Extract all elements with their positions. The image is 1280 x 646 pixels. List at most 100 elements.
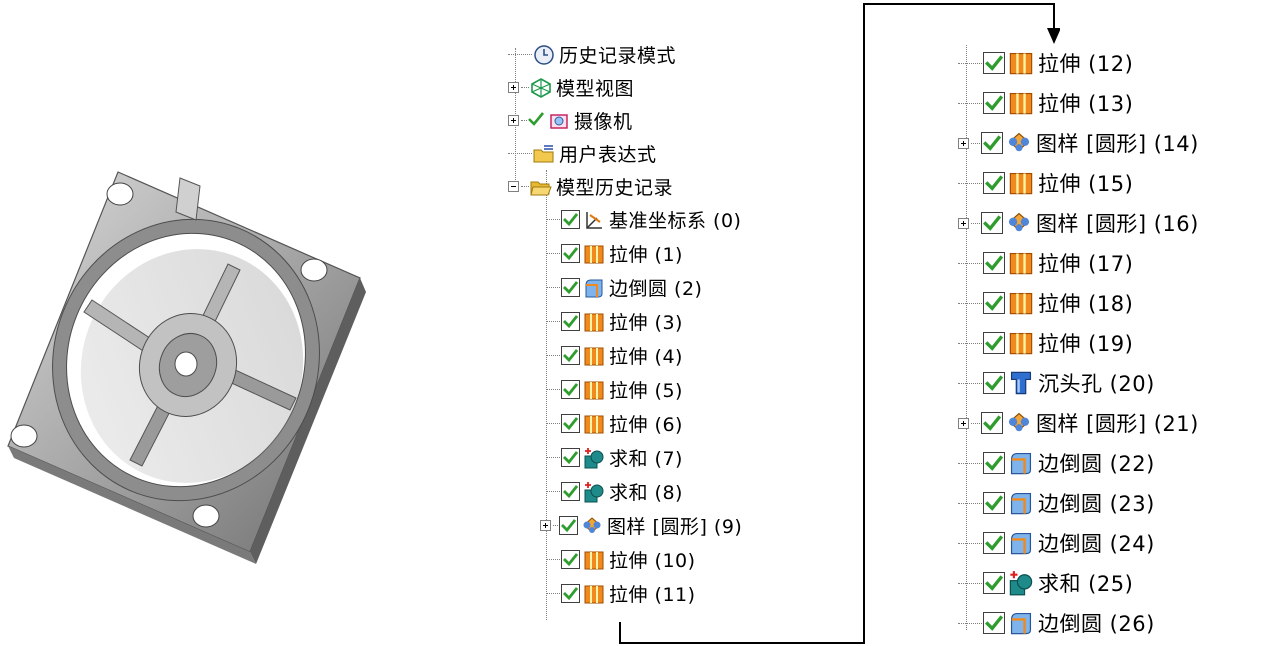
tree-node-label: 边倒圆 (22) [1038,452,1155,476]
visibility-checkbox[interactable] [983,252,1005,274]
visibility-checkbox[interactable] [561,584,580,603]
extrude-icon [1008,250,1034,276]
visibility-checkbox[interactable] [561,244,580,263]
visibility-checkbox[interactable] [981,412,1003,434]
visibility-checkbox[interactable] [983,332,1005,354]
visibility-checkbox[interactable] [561,414,580,433]
tree-node-label: 拉伸 (3) [609,312,683,334]
tree-node[interactable]: 拉伸 (17) [958,243,1133,283]
expand-toggle[interactable] [540,520,551,531]
tree-node-label: 模型视图 [556,78,635,100]
tree-node[interactable]: 用户表达式 [508,137,657,170]
expand-toggle[interactable] [508,115,519,126]
tree-node-label: 拉伸 (17) [1038,252,1134,276]
visibility-checkbox[interactable] [983,612,1005,634]
tree-node[interactable]: 拉伸 (1) [546,237,683,270]
extrude-icon [1008,290,1034,316]
tree-node-label: 图样 [圆形] (9) [607,516,743,538]
visibility-checkbox[interactable] [983,172,1005,194]
tree-node[interactable]: 拉伸 (6) [546,407,683,440]
clock-icon [533,44,555,66]
tree-node-label: 边倒圆 (2) [609,278,703,300]
tree-node[interactable]: 边倒圆 (24) [958,523,1155,563]
tree-node[interactable]: 拉伸 (19) [958,323,1133,363]
tree-node[interactable]: 历史记录模式 [508,38,676,71]
fan-housing-model-image [7,171,366,564]
visibility-checkbox[interactable] [561,380,580,399]
tree-node-label: 边倒圆 (24) [1038,532,1155,556]
visibility-checkbox[interactable] [561,278,580,297]
tree-node[interactable]: 拉伸 (3) [546,305,683,338]
edge-blend-icon [583,277,605,299]
tree-node[interactable]: 图样 [圆形] (16) [958,203,1199,243]
tree-node-label: 拉伸 (18) [1038,292,1134,316]
visibility-checkbox[interactable] [559,516,578,535]
visibility-checkbox[interactable] [981,212,1003,234]
tree-node[interactable]: 求和 (7) [546,441,683,474]
visibility-checkbox[interactable] [983,92,1005,114]
visibility-checkbox[interactable] [983,532,1005,554]
tree-node[interactable]: 拉伸 (10) [546,543,696,576]
tree-node-label: 拉伸 (5) [609,380,683,402]
continuation-arrow [619,3,1060,644]
expand-toggle[interactable] [958,137,969,149]
tree-node[interactable]: 边倒圆 (26) [958,603,1155,643]
tree-node-label: 边倒圆 (26) [1038,612,1155,636]
unite-icon [583,447,605,469]
visibility-checkbox[interactable] [983,492,1005,514]
visibility-checkbox[interactable] [983,52,1005,74]
visibility-checkbox[interactable] [983,452,1005,474]
tree-node-label: 拉伸 (10) [609,550,696,572]
tree-node[interactable]: 求和 (8) [546,475,683,508]
tree-node[interactable]: 沉头孔 (20) [958,363,1155,403]
tree-node[interactable]: 拉伸 (18) [958,283,1133,323]
expand-toggle[interactable] [958,217,969,229]
tree-node-label: 模型历史记录 [556,177,674,199]
visibility-checkbox[interactable] [561,346,580,365]
visibility-checkbox[interactable] [983,572,1005,594]
visibility-checkbox[interactable] [561,210,580,229]
extrude-icon [583,583,605,605]
tree-node[interactable]: 边倒圆 (2) [546,271,702,304]
tree-node[interactable]: 图样 [圆形] (14) [958,123,1199,163]
tree-node[interactable]: 图样 [圆形] (9) [540,509,742,542]
tree-node[interactable]: 模型视图 [508,71,634,104]
pattern-icon [1006,410,1032,436]
tree-node-label: 用户表达式 [559,144,657,166]
checkmark-icon [528,110,545,132]
tree-node[interactable]: 边倒圆 (23) [958,483,1155,523]
collapse-toggle[interactable] [508,181,519,192]
tree-node[interactable]: 拉伸 (4) [546,339,683,372]
visibility-checkbox[interactable] [561,448,580,467]
visibility-checkbox[interactable] [983,292,1005,314]
tree-node[interactable]: 边倒圆 (22) [958,443,1155,483]
tree-node[interactable]: 摄像机 [508,104,633,137]
tree-node-label: 拉伸 (6) [609,414,683,436]
tree-node-label: 拉伸 (1) [609,244,683,266]
tree-node[interactable]: 拉伸 (5) [546,373,683,406]
tree-node[interactable]: 拉伸 (11) [546,577,696,610]
tree-node[interactable]: 拉伸 (15) [958,163,1133,203]
tree-guide-line [966,45,967,630]
expand-toggle[interactable] [508,82,519,93]
expand-toggle[interactable] [958,417,969,429]
tree-node[interactable]: 基准坐标系 (0) [546,203,741,236]
visibility-checkbox[interactable] [561,312,580,331]
tree-node[interactable]: 模型历史记录 [508,170,673,203]
visibility-checkbox[interactable] [981,132,1003,154]
extrude-icon [583,413,605,435]
extrude-icon [583,379,605,401]
visibility-checkbox[interactable] [561,550,580,569]
visibility-checkbox[interactable] [561,482,580,501]
extrude-icon [1008,90,1034,116]
tree-node[interactable]: 图样 [圆形] (21) [958,403,1199,443]
tree-node[interactable]: 拉伸 (13) [958,83,1133,123]
tree-node-label: 沉头孔 (20) [1038,372,1155,396]
folder-expr-icon [533,143,555,165]
extrude-icon [1008,170,1034,196]
tree-node[interactable]: 拉伸 (12) [958,43,1133,83]
tree-guide-line [546,170,547,620]
tree-node[interactable]: 求和 (25) [958,563,1133,603]
visibility-checkbox[interactable] [983,372,1005,394]
datum-csys-icon [583,209,605,231]
